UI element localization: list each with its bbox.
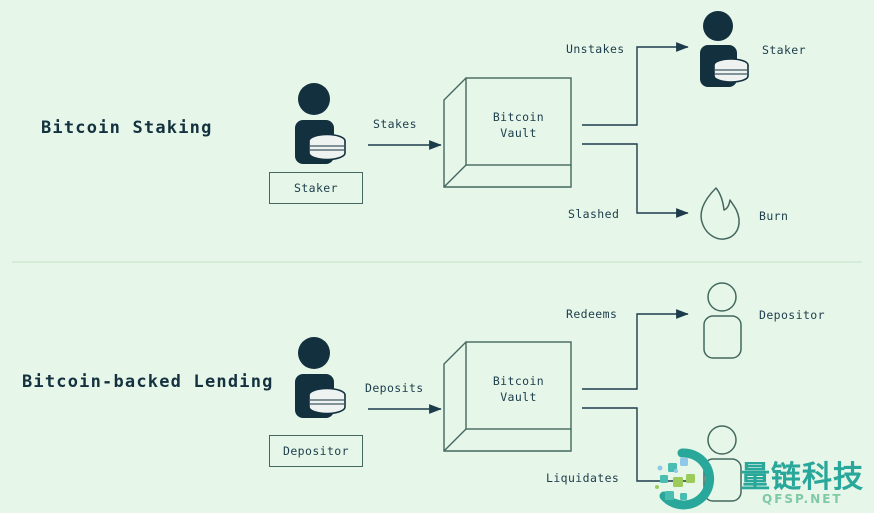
vault-label-lending: Bitcoin Vault bbox=[466, 373, 571, 405]
node-label-staker-target: Staker bbox=[762, 43, 806, 57]
edge-label-redeems: Redeems bbox=[566, 307, 618, 321]
edge-label-stakes: Stakes bbox=[373, 117, 417, 131]
node-label-depositor-target: Depositor bbox=[759, 308, 825, 322]
vault-label-line2: Vault bbox=[500, 126, 537, 140]
flame-icon-burn bbox=[700, 187, 740, 240]
person-with-coins-icon-staker-source bbox=[295, 83, 346, 164]
edge-redeems-connector bbox=[582, 309, 689, 390]
actor-box-staker[interactable]: Staker bbox=[269, 172, 363, 204]
watermark-domain-text: QFSP.NET bbox=[762, 492, 843, 506]
section-title-lending: Bitcoin-backed Lending bbox=[22, 372, 274, 392]
vault-label-line1: Bitcoin bbox=[492, 110, 545, 124]
person-with-coins-icon-staker-target bbox=[700, 11, 749, 87]
edge-slashed-connector bbox=[582, 143, 689, 218]
actor-box-depositor-label: Depositor bbox=[283, 444, 349, 458]
edge-label-unstakes: Unstakes bbox=[566, 42, 625, 56]
edge-label-deposits: Deposits bbox=[365, 381, 424, 395]
edge-label-slashed: Slashed bbox=[568, 207, 620, 221]
vault-label-staking: Bitcoin Vault bbox=[466, 109, 571, 141]
edge-unstakes-connector bbox=[582, 42, 689, 126]
node-label-burn: Burn bbox=[759, 209, 789, 223]
person-outline-icon-liquidates-target bbox=[703, 425, 742, 502]
section-title-staking: Bitcoin Staking bbox=[41, 118, 213, 138]
person-with-coins-icon-depositor-source bbox=[295, 337, 346, 418]
actor-box-depositor[interactable]: Depositor bbox=[269, 435, 363, 467]
actor-box-staker-label: Staker bbox=[294, 181, 338, 195]
coin-stack-icon bbox=[308, 133, 346, 161]
coin-stack-icon bbox=[308, 387, 346, 415]
coin-stack-icon bbox=[713, 58, 749, 83]
vault-label-line1: Bitcoin bbox=[492, 374, 545, 388]
vault-label-line2: Vault bbox=[500, 390, 537, 404]
watermark-brand-text: 量链科技 bbox=[740, 460, 864, 495]
edge-label-liquidates: Liquidates bbox=[546, 471, 620, 485]
person-outline-icon-depositor-target bbox=[703, 282, 742, 359]
